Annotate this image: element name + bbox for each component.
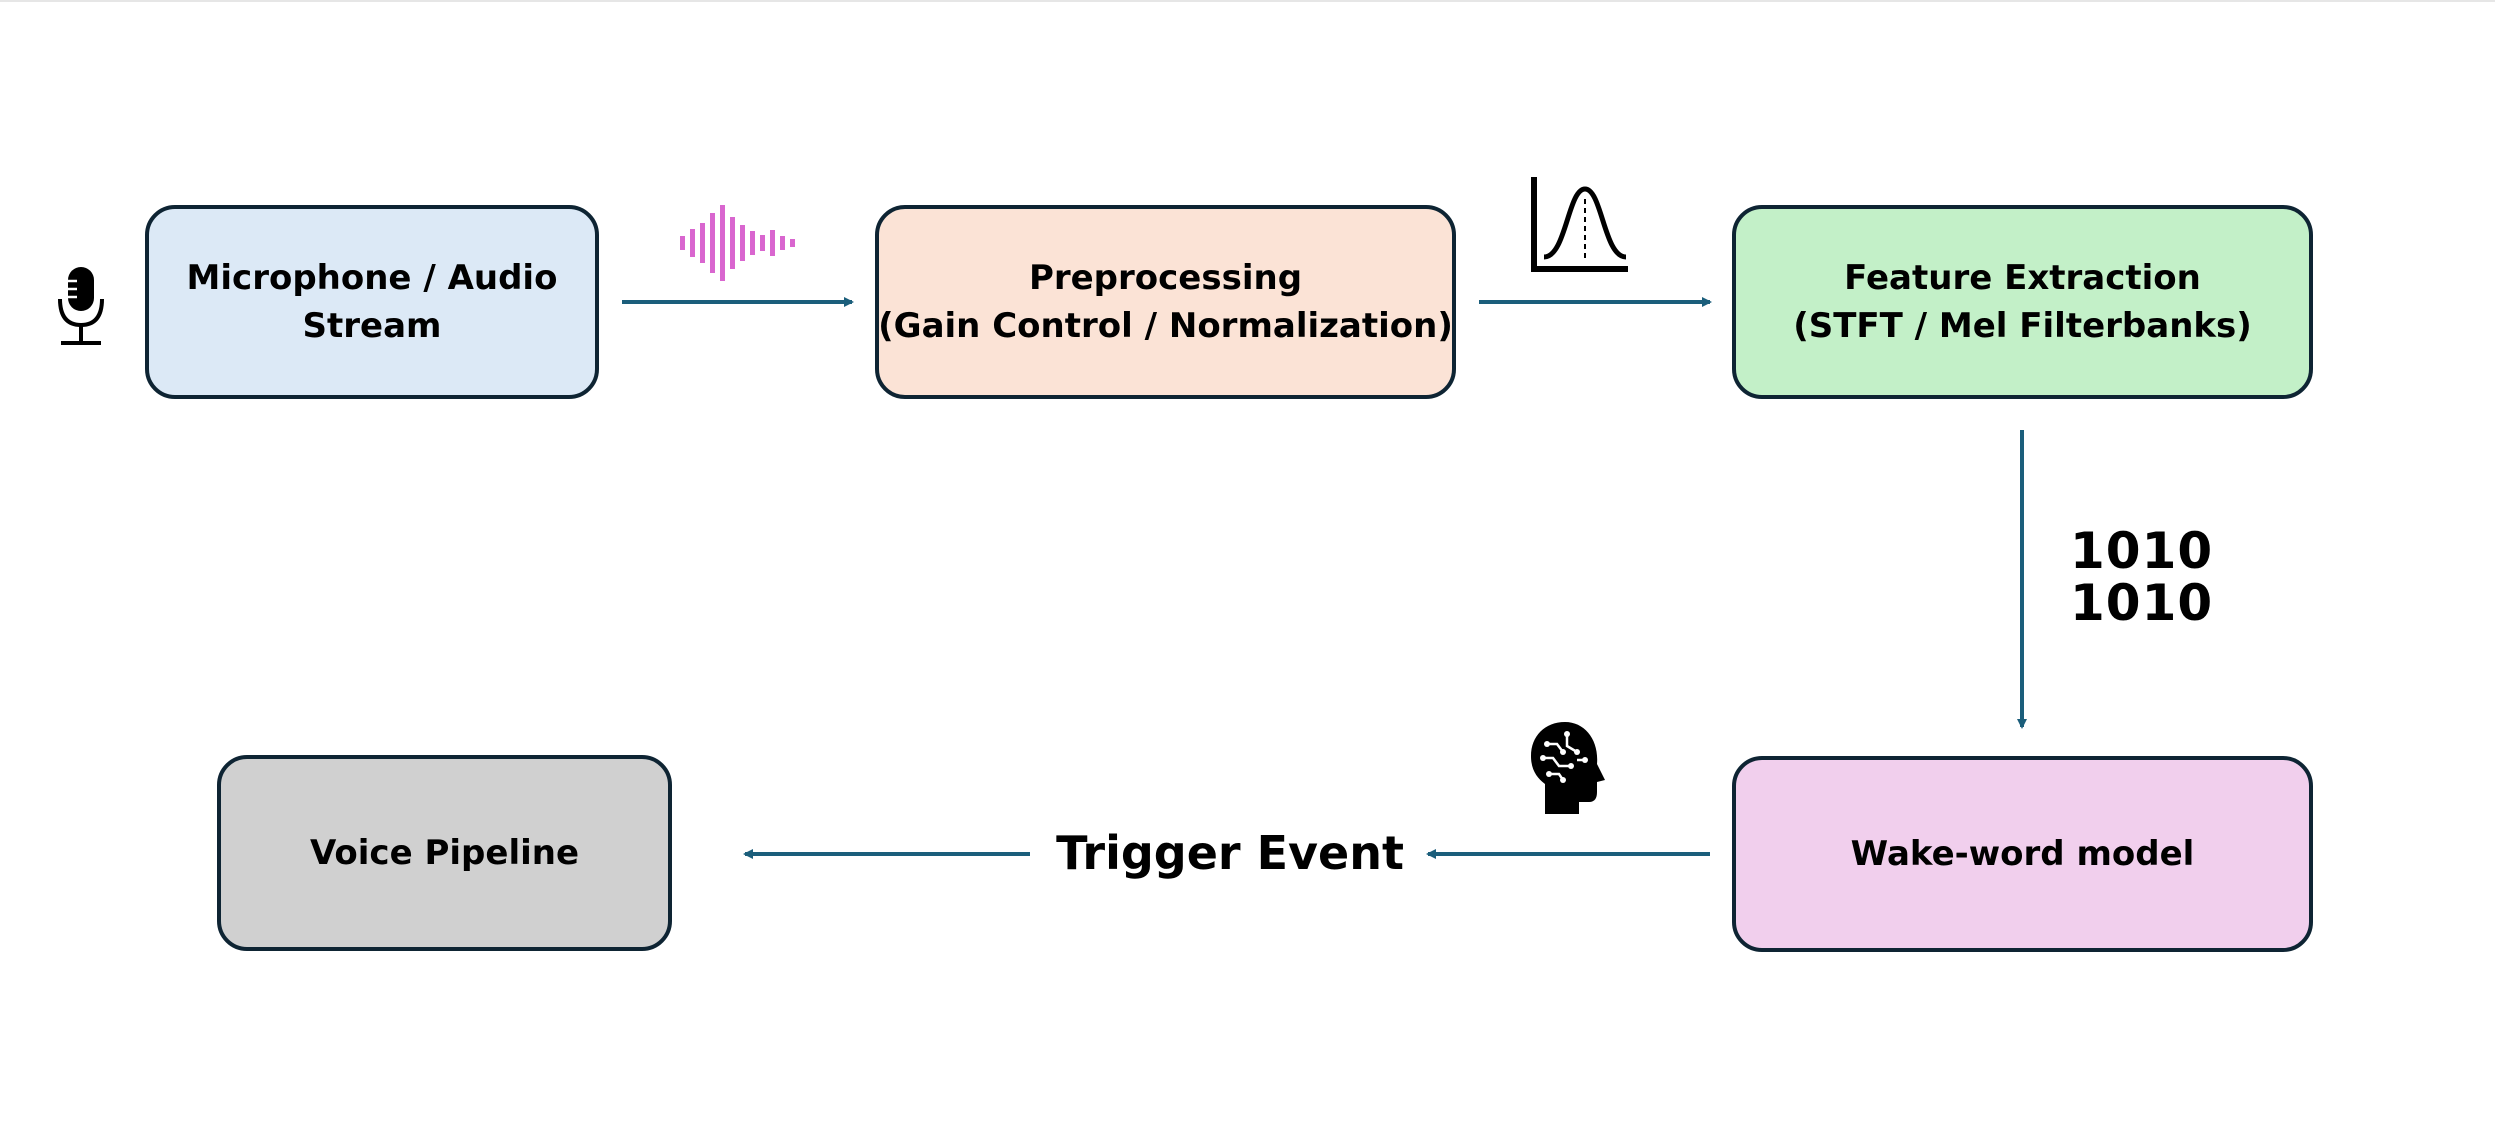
ai-brain-head-icon [1531, 722, 1605, 814]
node-label-line-1: Preprocessing [1028, 258, 1303, 298]
binary-row-1: 1010 [2070, 522, 2214, 580]
node-label: Wake-word model [1850, 834, 2195, 874]
trigger-event-label: Trigger Event [1056, 826, 1404, 880]
wake-word-model-node: Wake-word model [1732, 756, 2313, 952]
node-label-line-1: Microphone / Audio [186, 258, 558, 298]
node-label-line-2: (Gain Control / Normalization) [878, 306, 1453, 346]
node-label: Voice Pipeline [309, 833, 580, 873]
binary-icon: 1010 1010 [2070, 522, 2214, 632]
node-label-line-1: Feature Extraction [1844, 258, 2201, 298]
top-border-line [0, 0, 2495, 2]
microphone-icon [58, 267, 104, 345]
waveform-icon [680, 205, 795, 281]
feature-extraction-node: Feature Extraction (STFT / Mel Filterban… [1732, 205, 2313, 399]
node-label-line-2: Stream [302, 306, 442, 346]
normal-distribution-icon [1531, 177, 1628, 272]
preprocessing-node: Preprocessing (Gain Control / Normalizat… [875, 205, 1456, 399]
voice-pipeline-node: Voice Pipeline [217, 755, 672, 951]
binary-row-2: 1010 [2070, 574, 2214, 632]
microphone-audio-stream-node: Microphone / Audio Stream [145, 205, 599, 399]
node-label-line-2: (STFT / Mel Filterbanks) [1793, 306, 2252, 346]
